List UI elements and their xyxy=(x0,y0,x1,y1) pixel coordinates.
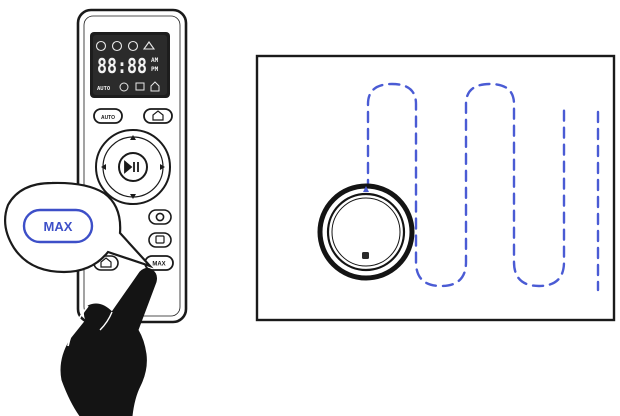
room-icon xyxy=(100,257,112,268)
play-pause-button[interactable] xyxy=(118,152,148,182)
lcd-pm-label: PM xyxy=(151,66,159,73)
svg-text:AUTO: AUTO xyxy=(101,115,115,121)
room-frame xyxy=(255,54,616,322)
settings-button[interactable] xyxy=(148,209,172,225)
spot-icon xyxy=(135,82,145,91)
arrow-right-icon[interactable] xyxy=(160,164,165,170)
brush-icon xyxy=(127,40,139,52)
arrow-down-icon[interactable] xyxy=(130,194,136,199)
robot-vacuum-icon xyxy=(317,183,415,281)
edge-icon xyxy=(155,235,165,244)
max-button-label: MAX xyxy=(152,262,165,268)
timer-icon xyxy=(119,82,129,92)
max-callout-label: MAX xyxy=(44,219,73,234)
play-pause-icon xyxy=(124,160,139,174)
auto-button[interactable]: AUTO xyxy=(93,108,123,124)
remote-control: 88:88 AM PM AUTO AUTO xyxy=(76,8,188,324)
home-icon xyxy=(142,41,156,50)
fan-icon xyxy=(111,40,123,52)
lcd-am-label: AM xyxy=(151,57,159,64)
clock-icon xyxy=(95,40,107,52)
arrow-left-icon[interactable] xyxy=(101,164,106,170)
house-icon xyxy=(150,81,160,92)
settings-icon xyxy=(155,212,165,222)
cleaning-path xyxy=(366,82,600,292)
home-icon xyxy=(152,110,164,121)
max-button[interactable]: MAX xyxy=(144,255,174,271)
lcd-time: 88:88 xyxy=(97,54,147,78)
home-button[interactable] xyxy=(143,108,173,124)
edge-button[interactable] xyxy=(148,232,172,248)
direction-pad xyxy=(95,129,171,205)
arrow-up-icon[interactable] xyxy=(130,135,136,140)
lcd-auto-label: AUTO xyxy=(97,86,111,92)
max-callout-button xyxy=(22,208,94,244)
max-callout: MAX xyxy=(3,181,154,274)
hand-pointer-icon xyxy=(60,267,157,416)
lcd-display: 88:88 AM PM AUTO xyxy=(90,32,170,98)
